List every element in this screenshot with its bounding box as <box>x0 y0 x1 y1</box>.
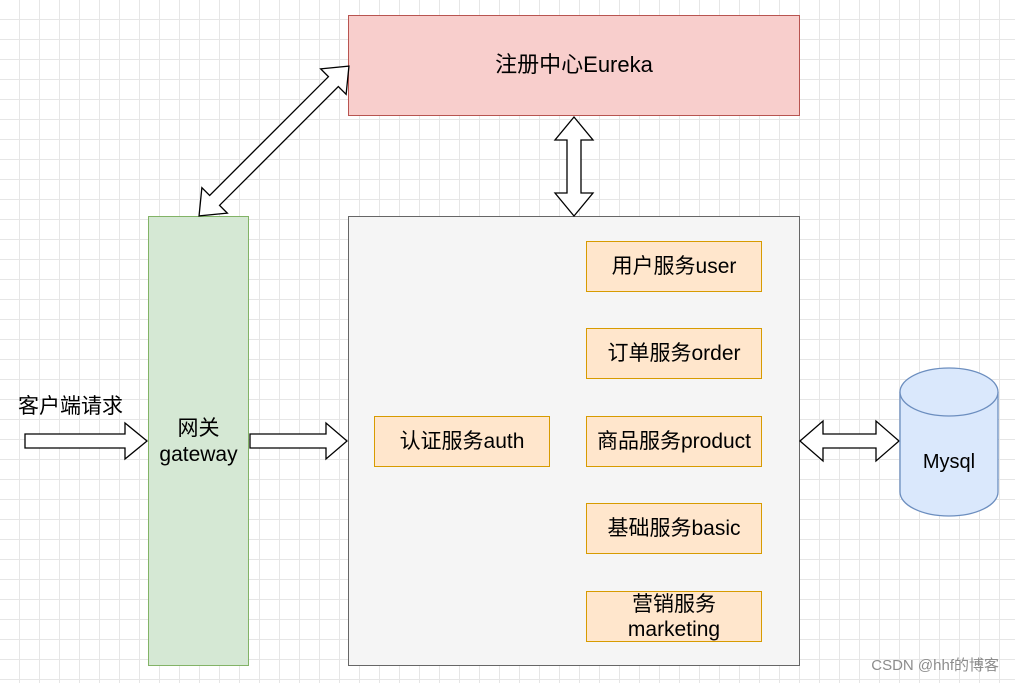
registry-label: 注册中心Eureka <box>495 52 653 78</box>
arrow-right-icon <box>24 421 149 461</box>
service-auth[interactable]: 认证服务auth <box>374 416 550 467</box>
gateway-label-line1: 网关 <box>177 417 220 440</box>
service-order[interactable]: 订单服务order <box>586 328 762 379</box>
service-user-label: 用户服务user <box>611 254 737 278</box>
service-marketing-label-line2: marketing <box>627 617 721 641</box>
service-product[interactable]: 商品服务product <box>586 416 762 467</box>
watermark: CSDN @hhf的博客 <box>871 657 999 674</box>
service-auth-label: 认证服务auth <box>399 429 525 453</box>
service-order-label: 订单服务order <box>607 341 741 365</box>
gateway-label-line2: gateway <box>159 443 238 466</box>
gateway-box[interactable] <box>148 216 249 666</box>
service-basic-label: 基础服务basic <box>607 516 741 540</box>
client-request-label: 客户端请求 <box>18 395 123 418</box>
service-user[interactable]: 用户服务user <box>586 241 762 292</box>
database-label: Mysql <box>922 451 976 473</box>
service-marketing[interactable]: 营销服务 marketing <box>586 591 762 642</box>
database-icon[interactable] <box>899 367 999 517</box>
double-arrow-icon <box>198 65 350 217</box>
gateway-label: 网关 gateway <box>148 416 249 468</box>
service-basic[interactable]: 基础服务basic <box>586 503 762 554</box>
service-product-label: 商品服务product <box>596 429 752 453</box>
registry-eureka-box[interactable]: 注册中心Eureka <box>348 15 800 116</box>
arrow-right-icon <box>249 421 348 461</box>
double-arrow-icon <box>553 115 595 218</box>
service-marketing-label-line1: 营销服务 <box>632 592 716 616</box>
double-arrow-icon <box>799 419 900 463</box>
